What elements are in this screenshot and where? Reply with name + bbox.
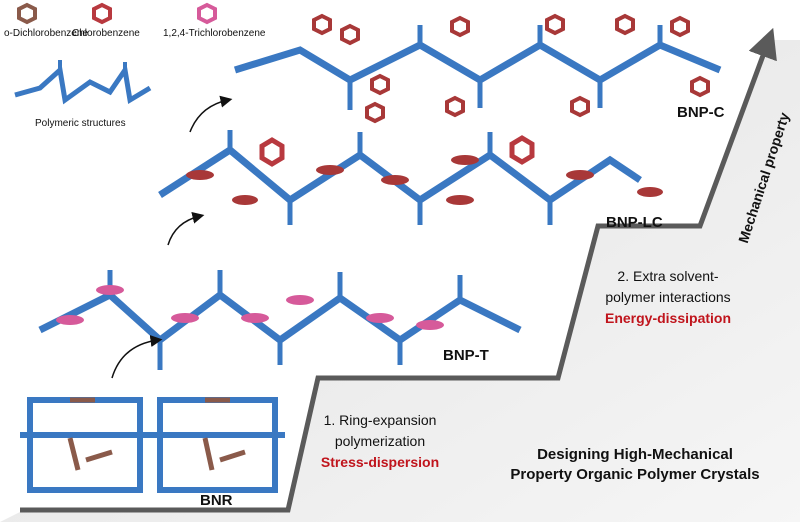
stage-label-bnp-c: BNP-C <box>677 104 725 121</box>
step2-line1: 2. Extra solvent- <box>617 268 719 284</box>
legend-label-o-dichlorobenzene: o-Dichlorobenzene <box>4 28 88 39</box>
stage-label-bnp-lc: BNP-LC <box>606 214 663 231</box>
step2-highlight: Energy-dissipation <box>604 310 732 326</box>
bnp-t-structure <box>38 270 522 370</box>
legend-label-trichlorobenzene: 1,2,4-Trichlorobenzene <box>163 28 266 39</box>
title-line1: Designing High-Mechanical <box>537 446 733 463</box>
title-line2: Property Organic Polymer Crystals <box>510 466 760 483</box>
step1-line1: 1. Ring-expansion <box>323 412 437 428</box>
step2-text: 2. Extra solvent- polymer interactions E… <box>583 266 753 329</box>
bnp-c-structure <box>233 13 722 124</box>
bnp-lc-structure <box>158 130 663 225</box>
legend-label-chlorobenzene: Chlorobenzene <box>72 28 140 39</box>
step1-line2: polymerization <box>334 433 426 449</box>
bnr-structure <box>20 397 285 493</box>
step1-highlight: Stress-dispersion <box>320 454 440 470</box>
legend-graphics <box>14 2 217 105</box>
stage-label-bnp-t: BNP-T <box>443 347 489 364</box>
legend-label-polymeric: Polymeric structures <box>35 118 126 129</box>
staircase-fill <box>0 40 800 522</box>
transition-arrows <box>111 95 233 379</box>
figure-title: Designing High-Mechanical Property Organ… <box>485 445 785 485</box>
stage-label-bnr: BNR <box>200 492 233 509</box>
step2-line2: polymer interactions <box>605 289 731 305</box>
step1-text: 1. Ring-expansion polymerization Stress-… <box>305 410 455 473</box>
staircase-arrow <box>20 27 777 513</box>
